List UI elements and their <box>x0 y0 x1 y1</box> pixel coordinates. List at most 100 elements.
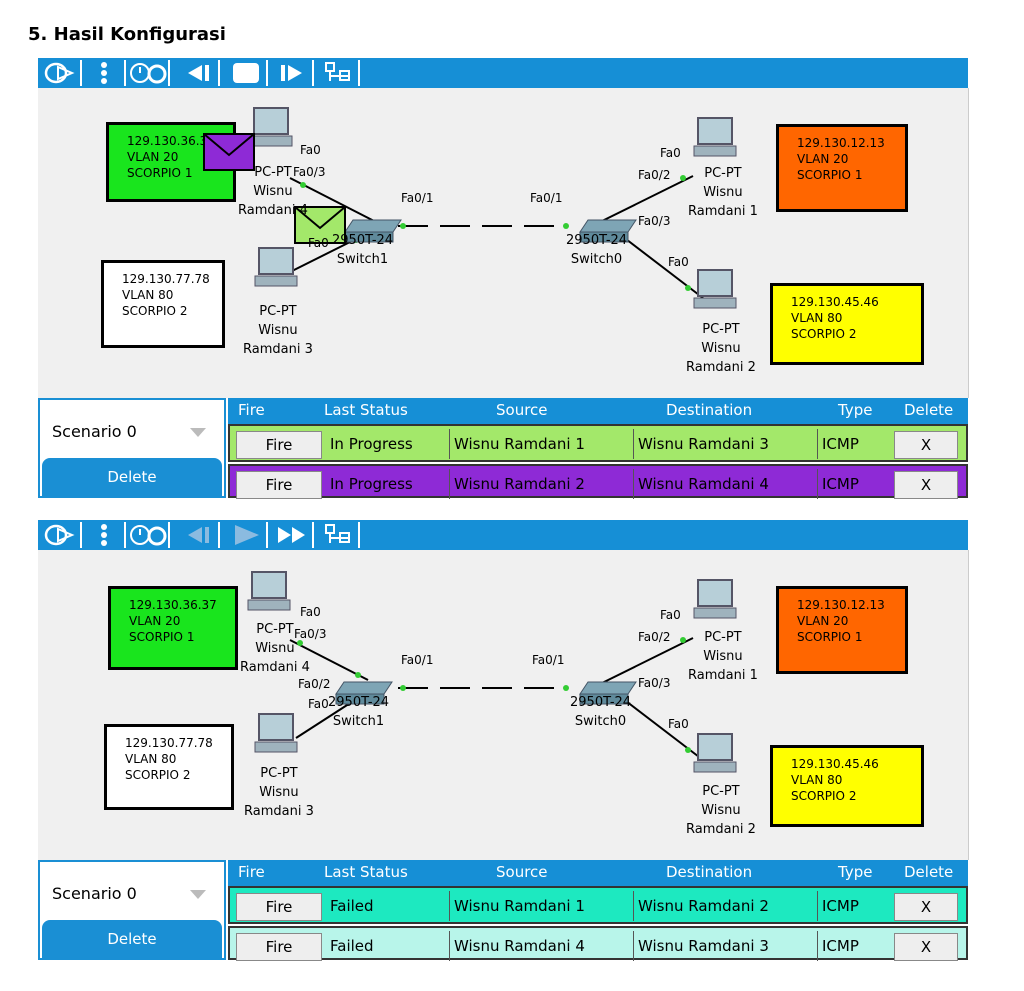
timer-button[interactable] <box>128 522 170 548</box>
more-button[interactable] <box>84 60 126 86</box>
source-cell: Wisnu Ramdani 2 <box>450 469 634 499</box>
info-box-white: 129.130.77.78 VLAN 80 SCORPIO 2 <box>104 724 234 810</box>
port-label: Fa0/1 <box>530 191 563 205</box>
fire-button[interactable]: Fire <box>236 893 322 921</box>
scenario-area: Scenario 0 Delete Fire Last Status Sourc… <box>38 860 968 961</box>
scenario-select[interactable]: Scenario 0 Delete <box>38 860 226 960</box>
pc-icon[interactable] <box>692 116 740 160</box>
port-label: Fa0/2 <box>298 677 331 691</box>
timer-icon <box>130 63 167 84</box>
port-label: Fa0/3 <box>638 676 671 690</box>
envelope-icon <box>203 133 255 171</box>
destination-cell: Wisnu Ramdani 3 <box>634 429 818 459</box>
delete-row-button[interactable]: X <box>894 431 958 459</box>
table-row[interactable]: Fire Failed Wisnu Ramdani 1 Wisnu Ramdan… <box>228 886 968 924</box>
fast-forward-button[interactable] <box>272 522 314 548</box>
info-box-orange: 129.130.12.13 VLAN 20 SCORPIO 1 <box>776 586 908 674</box>
topology-links <box>289 637 704 761</box>
play-button[interactable] <box>226 60 268 86</box>
event-list-button[interactable] <box>318 60 360 86</box>
delete-row-button[interactable]: X <box>894 471 958 499</box>
pause-icon <box>233 63 259 83</box>
info-box-white: 129.130.77.78 VLAN 80 SCORPIO 2 <box>101 260 225 348</box>
toolbar <box>38 520 968 550</box>
pdu-button[interactable] <box>40 60 82 86</box>
destination-cell: Wisnu Ramdani 4 <box>634 469 818 499</box>
event-list-icon <box>325 62 350 81</box>
pdu-icon <box>44 524 75 546</box>
col-source: Source <box>496 863 548 881</box>
pc-icon[interactable] <box>246 570 294 614</box>
col-delete: Delete <box>904 863 954 881</box>
step-back-icon <box>188 65 209 81</box>
port-label: Fa0 <box>660 146 681 160</box>
pdu-button[interactable] <box>40 522 82 548</box>
switch-icon[interactable] <box>343 216 403 246</box>
switch-icon[interactable] <box>334 678 394 708</box>
pc-icon[interactable] <box>692 268 740 312</box>
chevron-down-icon[interactable] <box>190 890 206 899</box>
port-label: Fa0 <box>660 608 681 622</box>
table-row[interactable]: Fire In Progress Wisnu Ramdani 2 Wisnu R… <box>228 464 968 499</box>
play-icon <box>235 525 259 545</box>
table-row[interactable]: Fire Failed Wisnu Ramdani 4 Wisnu Ramdan… <box>228 926 968 961</box>
col-destination: Destination <box>666 863 753 881</box>
type-cell: ICMP <box>822 475 859 493</box>
port-label: Fa0/3 <box>294 627 327 641</box>
table-row[interactable]: Fire In Progress Wisnu Ramdani 1 Wisnu R… <box>228 424 968 462</box>
scenario-select[interactable]: Scenario 0 Delete <box>38 398 226 498</box>
fire-button[interactable]: Fire <box>236 933 322 961</box>
port-label: Fa0 <box>668 717 689 731</box>
type-cell: ICMP <box>822 897 859 915</box>
chevron-down-icon[interactable] <box>190 428 206 437</box>
pc-icon[interactable] <box>692 578 740 622</box>
pc-icon[interactable] <box>253 246 301 290</box>
port-label: Fa0/2 <box>638 630 671 644</box>
play-button[interactable] <box>226 522 268 548</box>
delete-scenario-button[interactable]: Delete <box>42 920 222 958</box>
switch-icon[interactable] <box>578 216 638 246</box>
info-box-orange: 129.130.12.13 VLAN 20 SCORPIO 1 <box>776 124 908 212</box>
workspace[interactable]: 129.130.36.37 VLAN 20 SCORPIO 1 129.130.… <box>38 88 969 398</box>
fire-button[interactable]: Fire <box>236 471 322 499</box>
step-forward-icon <box>281 65 302 81</box>
step-back-button[interactable] <box>178 522 220 548</box>
step-back-button[interactable] <box>178 60 220 86</box>
col-source: Source <box>496 401 548 419</box>
step-forward-button[interactable] <box>272 60 314 86</box>
delete-scenario-button[interactable]: Delete <box>42 458 222 496</box>
pc-icon[interactable] <box>692 732 740 776</box>
col-delete: Delete <box>904 401 954 419</box>
port-label: Fa0 <box>300 605 321 619</box>
pc-icon[interactable] <box>253 712 301 756</box>
source-cell: Wisnu Ramdani 1 <box>450 891 634 921</box>
simulation-panel-2: 129.130.36.37 VLAN 20 SCORPIO 1 129.130.… <box>38 520 969 961</box>
more-button[interactable] <box>84 522 126 548</box>
delete-row-button[interactable]: X <box>894 893 958 921</box>
workspace[interactable]: 129.130.36.37 VLAN 20 SCORPIO 1 129.130.… <box>38 550 969 860</box>
switch-icon[interactable] <box>578 678 638 708</box>
simulation-panel-1: 129.130.36.37 VLAN 20 SCORPIO 1 129.130.… <box>38 58 969 499</box>
port-label: Fa0/3 <box>293 165 326 179</box>
event-list-button[interactable] <box>318 522 360 548</box>
step-back-icon <box>188 527 209 543</box>
port-label: Fa0/2 <box>638 168 671 182</box>
fire-button[interactable]: Fire <box>236 431 322 459</box>
col-fire: Fire <box>238 863 265 881</box>
timer-button[interactable] <box>128 60 170 86</box>
event-list-icon <box>325 524 350 543</box>
type-cell: ICMP <box>822 937 859 955</box>
toolbar <box>38 58 968 88</box>
port-label: Fa0/3 <box>638 214 671 228</box>
col-fire: Fire <box>238 401 265 419</box>
delete-row-button[interactable]: X <box>894 933 958 961</box>
pc-icon[interactable] <box>248 106 296 150</box>
